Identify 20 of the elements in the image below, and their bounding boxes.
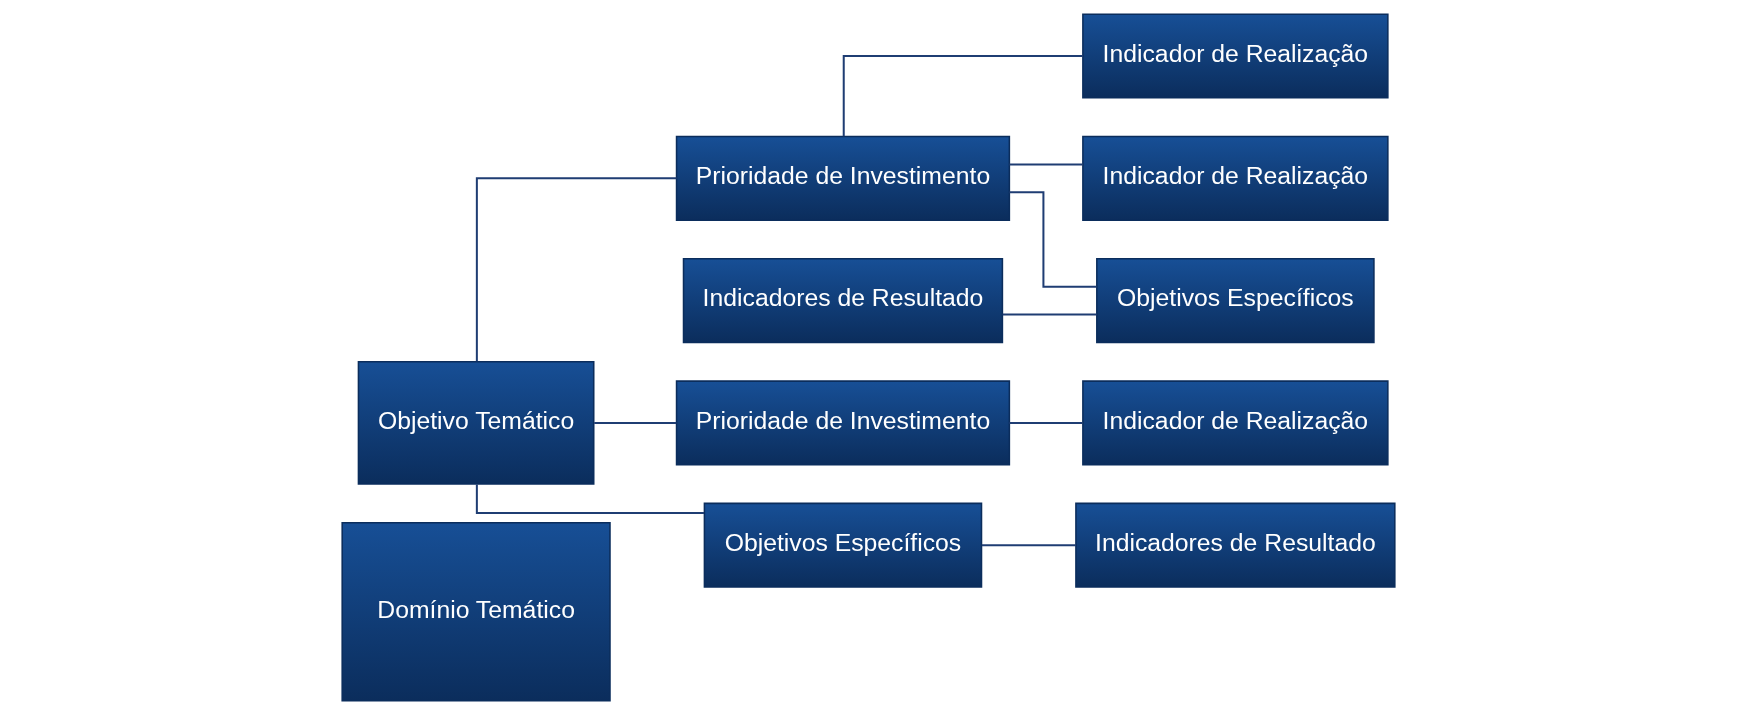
connector [475, 484, 705, 515]
node-box: Indicador de Realização [1082, 135, 1389, 221]
connector [981, 544, 1076, 547]
node-box: Objetivos Específicos [1096, 258, 1375, 344]
connector [1002, 313, 1097, 316]
connector [842, 55, 1083, 137]
connector [1009, 191, 1097, 288]
node-box: Indicadores de Resultado [682, 258, 1004, 344]
node-box: Domínio Temático [341, 521, 611, 702]
connector [594, 421, 677, 424]
node-box: Indicadores de Resultado [1075, 502, 1396, 588]
connector [1009, 421, 1083, 424]
node-box: Indicador de Realização [1082, 13, 1389, 99]
connector [1009, 163, 1083, 166]
connector [475, 177, 677, 362]
node-box: Objetivo Temático [357, 361, 595, 485]
node-box: Prioridade de Investimento [675, 135, 1011, 221]
node-box: Objetivos Específicos [703, 502, 983, 588]
node-box: Prioridade de Investimento [675, 380, 1011, 466]
node-box: Indicador de Realização [1082, 380, 1389, 466]
